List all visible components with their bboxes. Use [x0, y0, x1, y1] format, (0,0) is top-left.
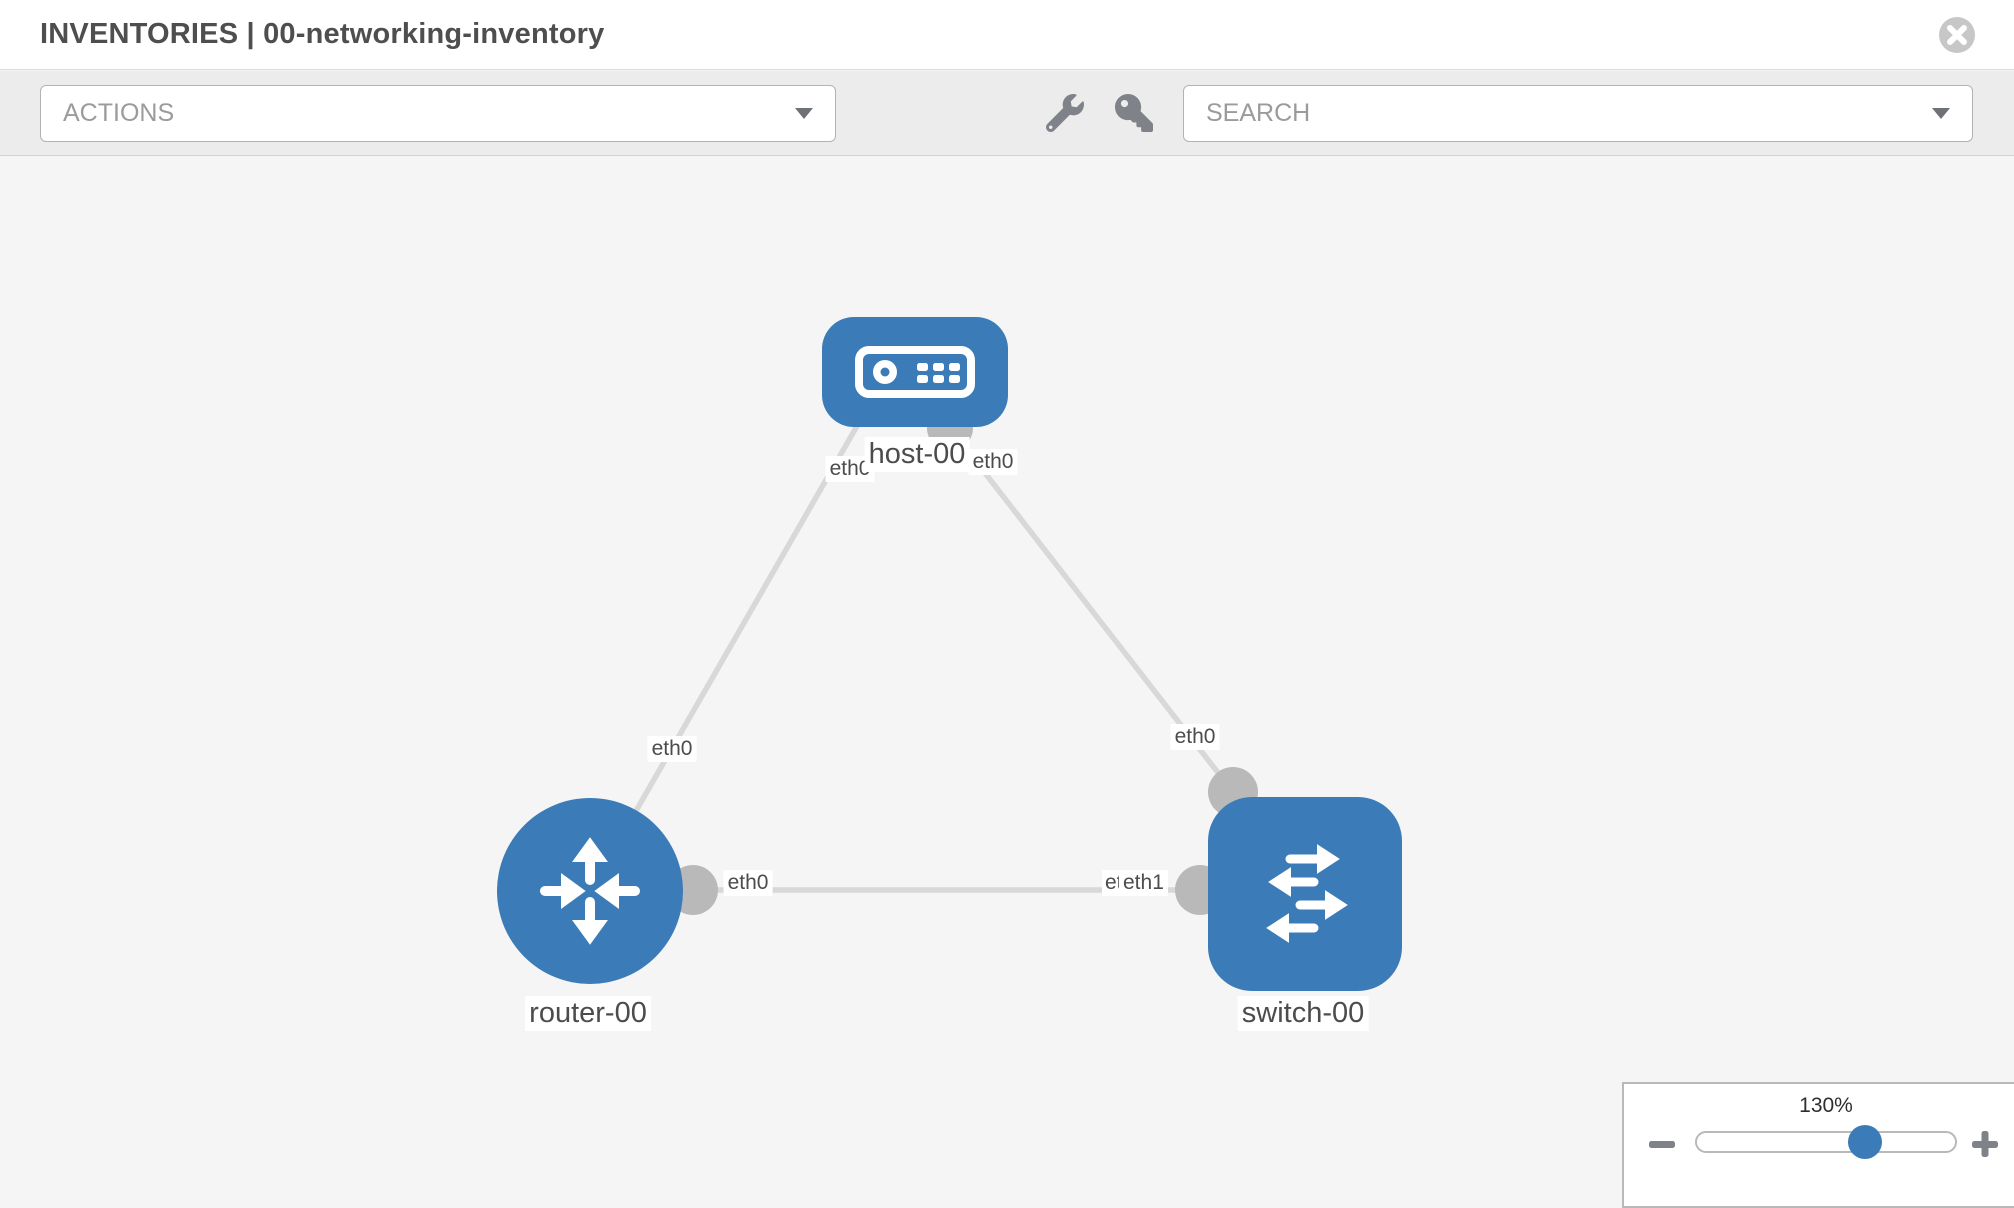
zoom-in-plus-icon[interactable] [1971, 1130, 1999, 1158]
router-arrows-icon [540, 837, 640, 945]
node-label-host: host-00 [864, 437, 970, 473]
switch-arrows-icon [1266, 844, 1348, 943]
chevron-down-icon [795, 107, 813, 119]
iface-label-router-eth0-top: eth0 [647, 736, 697, 763]
node-label-router: router-00 [525, 996, 651, 1032]
actions-dropdown[interactable]: ACTIONS [40, 84, 836, 142]
iface-label-switch-overlap: eth0 eth1 [1102, 870, 1182, 900]
iface-label-switch-eth0-top: eth0 [1170, 724, 1220, 751]
iface-label-switch-eth1: eth1 [1119, 870, 1168, 896]
key-icon[interactable] [1115, 94, 1153, 132]
panel-header: INVENTORIES | 00-networking-inventory [0, 0, 2014, 70]
node-host-00[interactable] [822, 317, 1008, 427]
toolbar: ACTIONS SEARCH [0, 71, 2014, 156]
zoom-panel: 130% [1622, 1082, 2014, 1208]
search-dropdown-label: SEARCH [1206, 98, 1311, 127]
zoom-slider-track[interactable] [1695, 1125, 1957, 1159]
close-icon[interactable] [1938, 16, 1976, 54]
host-server-icon [855, 346, 975, 398]
node-label-switch: switch-00 [1237, 996, 1369, 1032]
chevron-down-icon [1932, 107, 1950, 119]
topology-canvas[interactable]: host-00 router-00 switch-00 eth0 eth0 et… [0, 156, 2014, 1200]
node-switch-00[interactable] [1208, 797, 1402, 991]
zoom-level-value: 130% [1799, 1094, 1853, 1117]
iface-label-host-eth0-right: eth0 [968, 449, 1018, 476]
wrench-icon[interactable] [1046, 94, 1084, 132]
search-dropdown[interactable]: SEARCH [1183, 84, 1973, 142]
node-router-00[interactable] [497, 798, 683, 984]
actions-dropdown-label: ACTIONS [63, 98, 175, 127]
iface-label-router-eth0-right: eth0 [723, 870, 773, 897]
page-title: INVENTORIES | 00-networking-inventory [40, 18, 605, 50]
topology-links-layer [587, 384, 1258, 915]
zoom-slider-thumb[interactable] [1848, 1125, 1882, 1159]
zoom-out-minus-icon[interactable] [1648, 1130, 1676, 1158]
